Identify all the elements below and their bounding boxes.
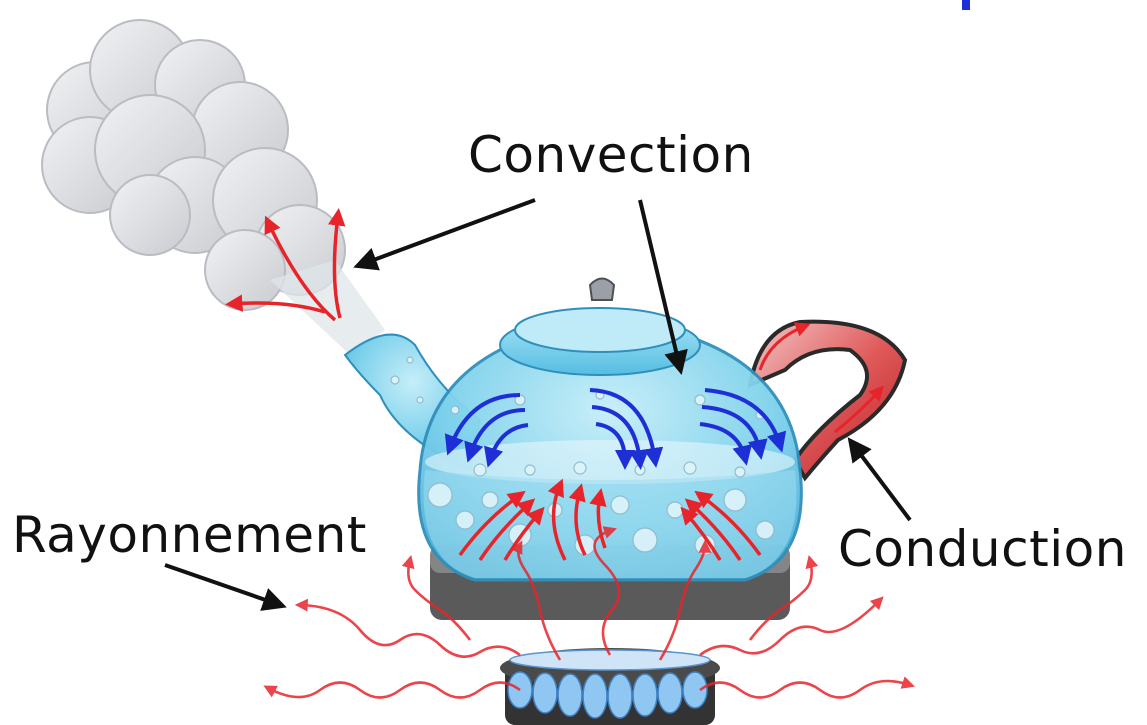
conduction-label: Conduction <box>838 524 1127 574</box>
rayonnement-label: Rayonnement <box>12 510 367 560</box>
conduction-arrow <box>852 443 910 520</box>
steam-cloud <box>42 20 345 310</box>
convection-label: Convection <box>468 130 754 180</box>
corner-mark <box>962 0 970 10</box>
convection-arrow-steam <box>360 200 535 265</box>
rayonnement-arrow <box>165 565 280 605</box>
